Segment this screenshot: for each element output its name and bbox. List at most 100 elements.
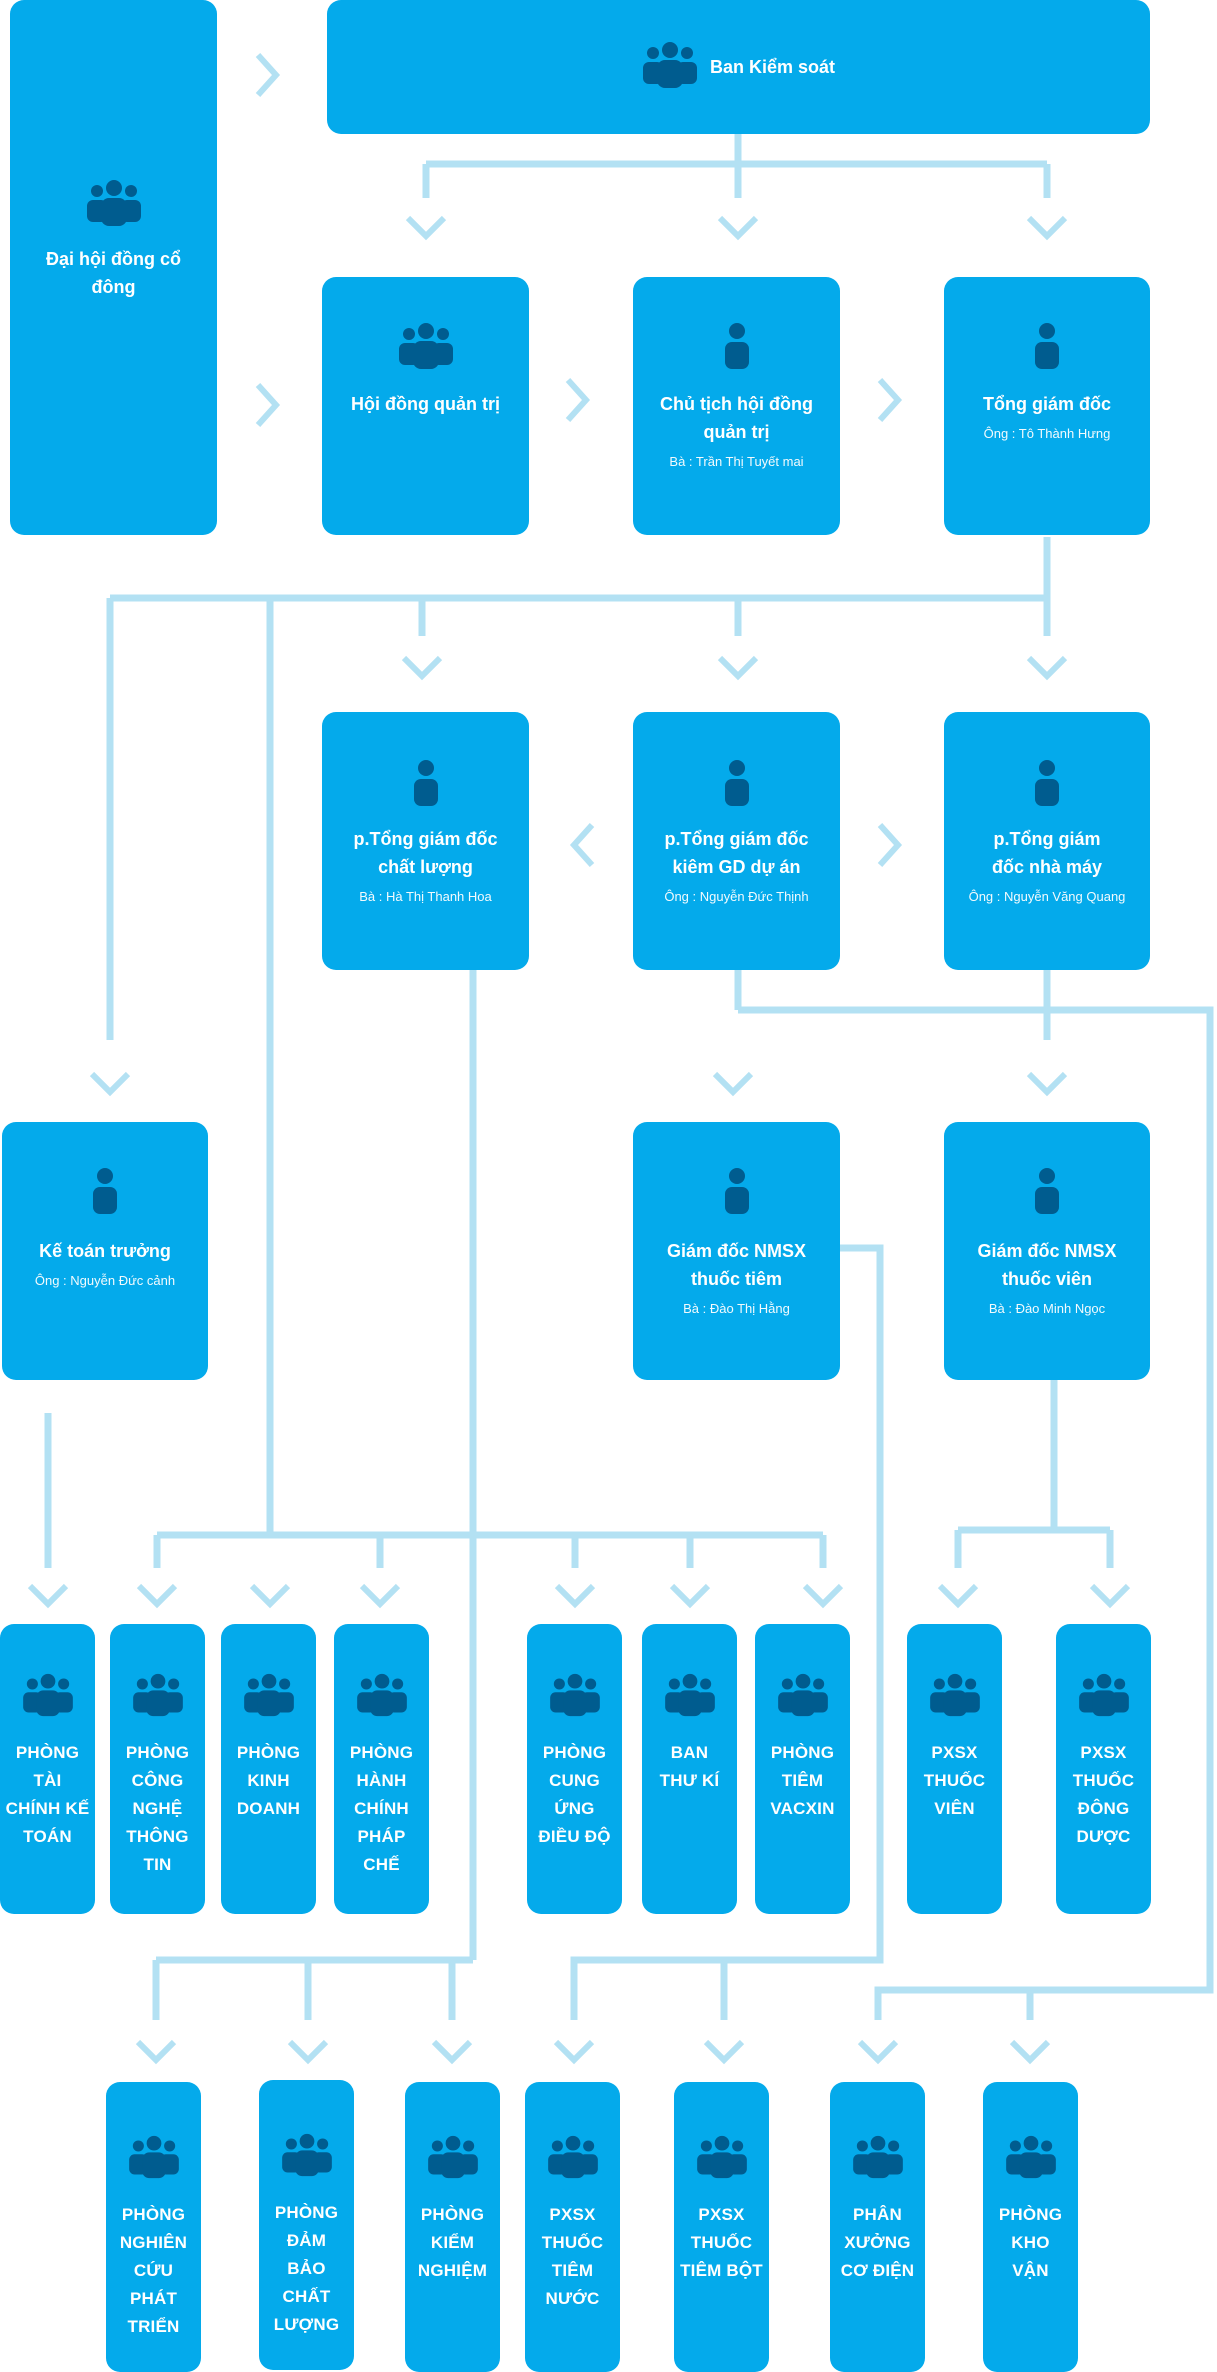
chevron-right-icon bbox=[255, 382, 281, 428]
chevron-left-icon bbox=[569, 822, 595, 868]
chevron-down-icon bbox=[1009, 2039, 1051, 2065]
deputy-quality-box[interactable]: p.Tổng giám đốc chất lượng Bà : Hà Thị T… bbox=[322, 712, 529, 970]
unit-label: PHÒNG KIỂM NGHIỆM bbox=[417, 2205, 488, 2280]
person-icon bbox=[944, 1166, 1150, 1221]
chevron-down-icon bbox=[1026, 1071, 1068, 1097]
unit-label: PHÒNG NGHIÊN CỨU PHÁT TRIỂN bbox=[119, 2205, 188, 2336]
connector-line bbox=[570, 1244, 884, 2020]
deputy-project-box[interactable]: p.Tổng giám đốc kiêm GD dự án Ông : Nguy… bbox=[633, 712, 840, 970]
person-icon bbox=[944, 758, 1150, 813]
group-icon bbox=[527, 1672, 622, 1723]
chevron-down-icon bbox=[717, 655, 759, 681]
unit-liquid-injection-workshop[interactable]: PXSX THUỐC TIÊM NƯỚC bbox=[525, 2082, 620, 2372]
chevron-right-icon bbox=[565, 377, 591, 423]
chevron-down-icon bbox=[937, 1583, 979, 1609]
shareholders-box[interactable]: Đại hội đồng cổ đông bbox=[10, 0, 217, 535]
chevron-down-icon bbox=[431, 2039, 473, 2065]
unit-secretariat[interactable]: BAN THƯ KÍ bbox=[642, 1624, 737, 1914]
unit-label: PHÒNG TIÊM VACXIN bbox=[770, 1743, 835, 1818]
chevron-down-icon bbox=[405, 215, 447, 241]
unit-label: PXSX THUỐC VIÊN bbox=[923, 1743, 986, 1818]
supervisory-title: Ban Kiểm soát bbox=[709, 57, 836, 77]
chevron-right-icon bbox=[877, 822, 903, 868]
unit-label: PXSX THUỐC TIÊM NƯỚC bbox=[541, 2205, 604, 2308]
connector-line bbox=[106, 537, 1051, 1535]
unit-label: BAN THƯ KÍ bbox=[659, 1743, 720, 1790]
unit-mechanical-electrical[interactable]: PHÂN XƯỞNG CƠ ĐIỆN bbox=[830, 2082, 925, 2372]
group-icon bbox=[983, 2134, 1078, 2185]
group-icon bbox=[110, 1672, 205, 1723]
tablet-director-box[interactable]: Giám đốc NMSX thuốc viên Bà : Đào Minh N… bbox=[944, 1122, 1150, 1380]
person-icon bbox=[633, 758, 840, 813]
chevron-down-icon bbox=[554, 1583, 596, 1609]
unit-label: PXSX THUỐC TIÊM BỘT bbox=[680, 2205, 763, 2280]
chevron-down-icon bbox=[669, 1583, 711, 1609]
chevron-down-icon bbox=[553, 2039, 595, 2065]
chevron-down-icon bbox=[89, 1071, 131, 1097]
group-icon bbox=[642, 1672, 737, 1723]
person-icon bbox=[633, 321, 840, 376]
group-icon bbox=[0, 1672, 95, 1723]
person-icon bbox=[633, 1166, 840, 1221]
person-icon bbox=[322, 758, 529, 813]
injection-director-box[interactable]: Giám đốc NMSX thuốc tiêm Bà : Đào Thị Hằ… bbox=[633, 1122, 840, 1380]
unit-admin-legal[interactable]: PHÒNG HÀNH CHÍNH PHÁP CHẾ bbox=[334, 1624, 429, 1914]
ceo-person: Ông : Tô Thành Hưng bbox=[983, 426, 1111, 441]
unit-label: PHÒNG ĐẢM BẢO CHẤT LƯỢNG bbox=[273, 2203, 340, 2334]
shareholders-title: Đại hội đồng cổ đông bbox=[46, 249, 181, 297]
group-icon bbox=[10, 178, 217, 233]
chevron-right-icon bbox=[255, 52, 281, 98]
unit-testing[interactable]: PHÒNG KIỂM NGHIỆM bbox=[405, 2082, 500, 2372]
unit-vaccination[interactable]: PHÒNG TIÊM VACXIN bbox=[755, 1624, 850, 1914]
chevron-down-icon bbox=[1026, 655, 1068, 681]
ceo-box[interactable]: Tổng giám đốc Ông : Tô Thành Hưng bbox=[944, 277, 1150, 535]
connector-line bbox=[152, 970, 477, 2020]
unit-warehouse-logistics[interactable]: PHÒNG KHO VẬN bbox=[983, 2082, 1078, 2372]
unit-label: PHÂN XƯỞNG CƠ ĐIỆN bbox=[840, 2205, 915, 2280]
chevron-right-icon bbox=[877, 377, 903, 423]
unit-sales[interactable]: PHÒNG KINH DOANH bbox=[221, 1624, 316, 1914]
unit-label: PXSX THUỐC ĐÔNG DƯỢC bbox=[1072, 1743, 1135, 1846]
deputy-quality-person: Bà : Hà Thị Thanh Hoa bbox=[359, 889, 492, 904]
unit-traditional-medicine-workshop[interactable]: PXSX THUỐC ĐÔNG DƯỢC bbox=[1056, 1624, 1151, 1914]
group-icon bbox=[334, 1672, 429, 1723]
group-icon bbox=[259, 2132, 354, 2183]
connector-line bbox=[153, 1531, 827, 1568]
connector-line bbox=[422, 134, 1051, 198]
group-icon bbox=[221, 1672, 316, 1723]
chevron-down-icon bbox=[857, 2039, 899, 2065]
unit-label: PHÒNG TÀI CHÍNH KẾ TOÁN bbox=[5, 1743, 90, 1846]
group-icon bbox=[322, 321, 529, 376]
chairman-person: Bà : Trần Thị Tuyết mai bbox=[669, 454, 804, 469]
unit-powder-injection-workshop[interactable]: PXSX THUỐC TIÊM BỘT bbox=[674, 2082, 769, 2372]
chevron-down-icon bbox=[136, 1583, 178, 1609]
chevron-down-icon bbox=[712, 1071, 754, 1097]
group-icon bbox=[755, 1672, 850, 1723]
person-icon bbox=[944, 321, 1150, 376]
chevron-down-icon bbox=[135, 2039, 177, 2065]
board-box[interactable]: Hội đồng quản trị bbox=[322, 277, 529, 535]
deputy-quality-title: p.Tổng giám đốc chất lượng bbox=[353, 829, 498, 877]
chairman-box[interactable]: Chủ tịch hội đồng quản trị Bà : Trần Thị… bbox=[633, 277, 840, 535]
group-icon bbox=[907, 1672, 1002, 1723]
chevron-down-icon bbox=[27, 1583, 69, 1609]
chief-accountant-title: Kế toán trưởng bbox=[39, 1241, 171, 1261]
unit-quality-assurance[interactable]: PHÒNG ĐẢM BẢO CHẤT LƯỢNG bbox=[259, 2080, 354, 2370]
connector-line bbox=[954, 1380, 1114, 1568]
chief-accountant-box[interactable]: Kế toán trưởng Ông : Nguyễn Đức cảnh bbox=[2, 1122, 208, 1380]
group-icon bbox=[642, 40, 698, 95]
deputy-factory-person: Ông : Nguyễn Văng Quang bbox=[968, 889, 1126, 904]
unit-supply-dispatch[interactable]: PHÒNG CUNG ỨNG ĐIỀU ĐỘ bbox=[527, 1624, 622, 1914]
supervisory-box[interactable]: Ban Kiểm soát bbox=[327, 0, 1150, 134]
chevron-down-icon bbox=[1089, 1583, 1131, 1609]
unit-research-development[interactable]: PHÒNG NGHIÊN CỨU PHÁT TRIỂN bbox=[106, 2082, 201, 2372]
chevron-down-icon bbox=[359, 1583, 401, 1609]
chief-accountant-person: Ông : Nguyễn Đức cảnh bbox=[34, 1273, 176, 1288]
deputy-factory-box[interactable]: p.Tổng giám đốc nhà máy Ông : Nguyễn Văn… bbox=[944, 712, 1150, 970]
group-icon bbox=[830, 2134, 925, 2185]
unit-tablet-workshop[interactable]: PXSX THUỐC VIÊN bbox=[907, 1624, 1002, 1914]
unit-finance-accounting[interactable]: PHÒNG TÀI CHÍNH KẾ TOÁN bbox=[0, 1624, 95, 1914]
group-icon bbox=[674, 2134, 769, 2185]
unit-it[interactable]: PHÒNG CÔNG NGHỆ THÔNG TIN bbox=[110, 1624, 205, 1914]
